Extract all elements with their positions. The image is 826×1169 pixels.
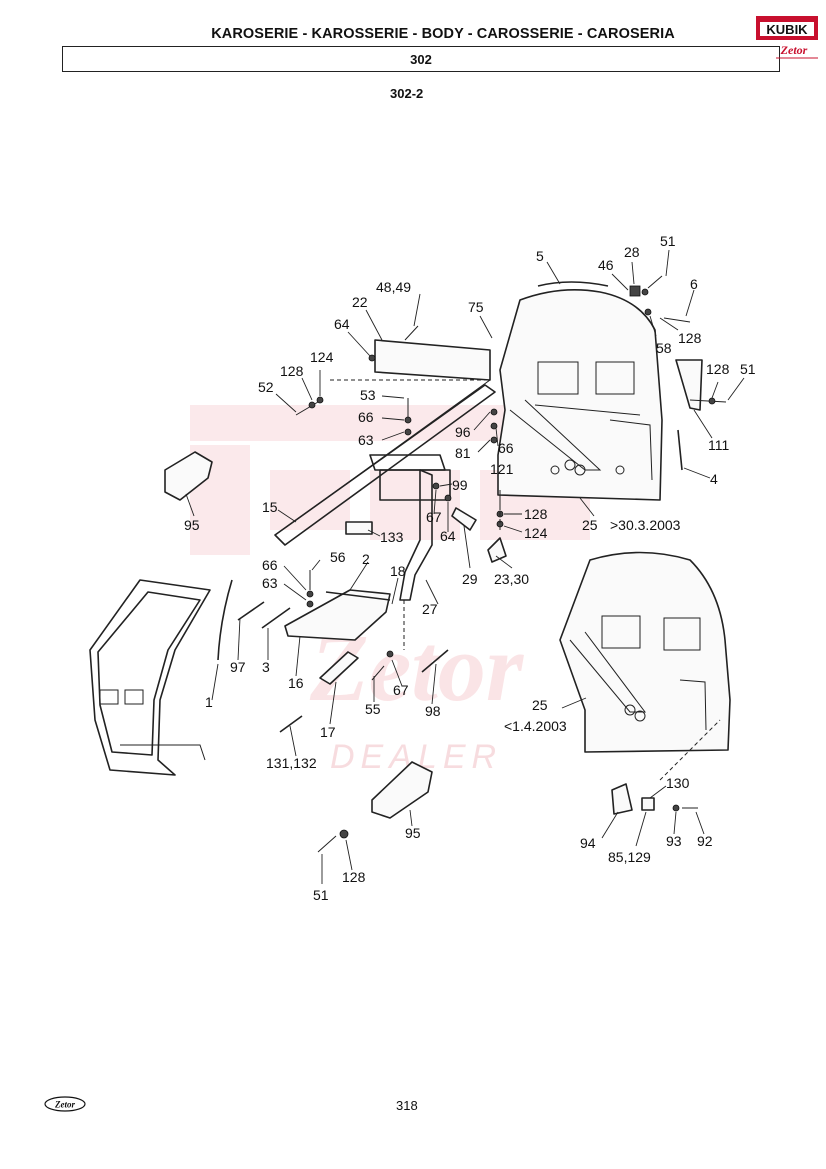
callout-81: 81: [455, 445, 471, 461]
callout-93: 93: [666, 833, 682, 849]
callout-52: 52: [258, 379, 274, 395]
callout-95: 95: [184, 517, 200, 533]
callout-97: 97: [230, 659, 246, 675]
callout-15: 15: [262, 499, 278, 515]
rear-fender-upper: [497, 288, 663, 501]
seal-1: [217, 579, 233, 661]
strip-98: [421, 649, 449, 673]
dash-line-94: [659, 719, 721, 781]
callout-96: 96: [455, 424, 471, 440]
callout-111: 111: [708, 437, 729, 453]
callout-128: 128: [280, 363, 304, 379]
strip-97: [237, 601, 265, 621]
cross-member: [274, 379, 496, 546]
callout-66: 66: [498, 440, 514, 456]
callout-51: 51: [740, 361, 756, 377]
callout-63: 63: [262, 575, 278, 591]
bracket-17: [319, 651, 359, 685]
callout-1: 1: [205, 694, 213, 710]
page-title: KAROSERIE - KAROSSERIE - BODY - CAROSSER…: [211, 26, 675, 42]
strip-4: [677, 429, 683, 471]
kubik-zetor-logo: KUBIK Zetor: [756, 16, 818, 59]
callout-85-129: 85,129: [608, 849, 651, 865]
callout-53: 53: [360, 387, 376, 403]
section-code-box: 302: [62, 46, 780, 72]
callout-labels: 5 28 51 46 6 58 128 128 51 111 4 48,49 2…: [184, 233, 756, 903]
strip-3: [261, 607, 291, 629]
bracket-94: [611, 783, 633, 815]
callout-25: 25: [532, 697, 548, 713]
strip-5: [537, 281, 609, 287]
callout-67: 67: [393, 682, 409, 698]
support-27: [399, 469, 433, 601]
callout-25: 25: [582, 517, 598, 533]
callout-4: 4: [710, 471, 718, 487]
logo-text-kubik: KUBIK: [766, 22, 808, 37]
callout-95: 95: [405, 825, 421, 841]
callout-128: 128: [342, 869, 366, 885]
callout-94: 94: [580, 835, 596, 851]
callout-128: 128: [706, 361, 730, 377]
zetor-footer-logo: Zetor: [44, 1096, 86, 1112]
callout-128: 128: [524, 506, 548, 522]
section-code: 302: [410, 52, 432, 67]
callout-58: 58: [656, 340, 672, 356]
callout-28: 28: [624, 244, 640, 260]
bracket-95-bottom: [371, 761, 433, 819]
front-frame: [89, 579, 211, 776]
strip-2: [325, 591, 391, 601]
diagram-code: 302-2: [390, 86, 424, 101]
callout-5: 5: [536, 248, 544, 264]
callout-55: 55: [365, 701, 381, 717]
callout-27: 27: [422, 601, 438, 617]
callout-6: 6: [690, 276, 698, 292]
callout-63: 63: [358, 432, 374, 448]
logo-text-zetor: Zetor: [780, 43, 808, 57]
footer-logo-text: Zetor: [54, 1100, 75, 1110]
callout-51: 51: [660, 233, 676, 249]
fasteners: [295, 275, 727, 853]
callout-22: 22: [352, 294, 368, 310]
callout-67: 67: [426, 509, 442, 525]
panel-22: [374, 339, 491, 381]
callout-46: 46: [598, 257, 614, 273]
callout-124: 124: [310, 349, 334, 365]
callout-25-note: >30.3.2003: [610, 517, 681, 533]
callout-25-note: <1.4.2003: [504, 718, 567, 734]
callout-56: 56: [330, 549, 346, 565]
bracket-95-top: [164, 451, 213, 501]
callout-98: 98: [425, 703, 441, 719]
callout-128: 128: [678, 330, 702, 346]
rear-fender-lower: [559, 551, 731, 753]
callout-121: 121: [490, 461, 514, 477]
callout-64: 64: [334, 316, 350, 332]
callout-66: 66: [358, 409, 374, 425]
callout-23-30: 23,30: [494, 571, 529, 587]
callout-3: 3: [262, 659, 270, 675]
plate-111: [675, 359, 703, 411]
callout-124: 124: [524, 525, 548, 541]
callout-131-132: 131,132: [266, 755, 317, 771]
callout-130: 130: [666, 775, 690, 791]
callout-17: 17: [320, 724, 336, 740]
callout-51: 51: [313, 887, 329, 903]
callout-2: 2: [362, 551, 370, 567]
callout-18: 18: [390, 563, 406, 579]
callout-64: 64: [440, 528, 456, 544]
strip-131-132: [279, 715, 303, 733]
callout-16: 16: [288, 675, 304, 691]
callout-99: 99: [452, 477, 468, 493]
callout-75: 75: [468, 299, 484, 315]
callout-92: 92: [697, 833, 713, 849]
callout-48-49: 48,49: [376, 279, 411, 295]
page-number: 318: [396, 1098, 418, 1113]
callout-133: 133: [380, 529, 404, 545]
callout-29: 29: [462, 571, 478, 587]
leader-lines: [185, 249, 745, 884]
callout-66: 66: [262, 557, 278, 573]
nut-130: [641, 797, 655, 811]
dealer-watermark: Zetor DEALER: [190, 405, 590, 776]
